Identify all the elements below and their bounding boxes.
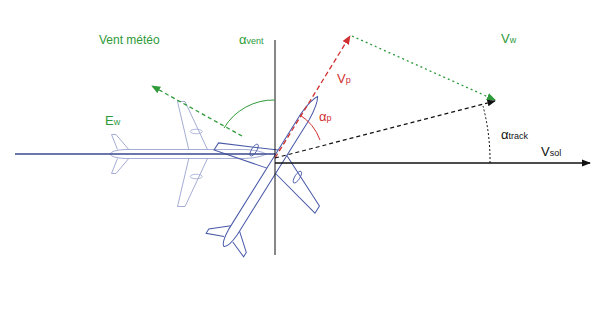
heading-angle-label: αp [318, 110, 333, 124]
wind-direction-label: Vent météo [98, 34, 161, 47]
ground-speed-label: Vsol [540, 145, 562, 159]
track-angle-label: αtrack [500, 128, 529, 142]
wind-angle-label: αvent [238, 33, 265, 47]
wind-vector-label: Ew [104, 114, 121, 128]
airspeed-label: Vp [336, 72, 352, 86]
wind-vector-label: Vw [500, 32, 517, 46]
